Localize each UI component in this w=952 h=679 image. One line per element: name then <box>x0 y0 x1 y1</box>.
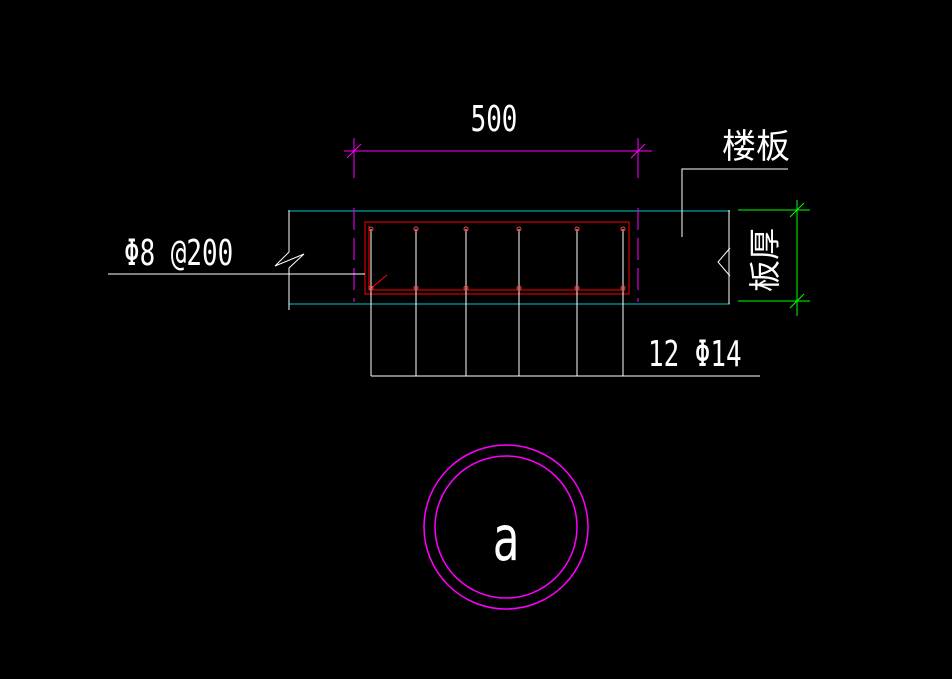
rebar-label: 12 Φ14 <box>648 334 742 375</box>
top-dimension <box>344 138 652 178</box>
rebar-dot <box>620 285 626 291</box>
section-mark-inner-circle <box>434 455 578 599</box>
rebar-dot <box>574 226 580 232</box>
thickness-arrow <box>717 247 731 277</box>
thickness-arrow-head <box>717 247 731 277</box>
slab-thickness-dimension <box>738 200 810 316</box>
slab-thickness-label: 板厚 <box>746 228 784 292</box>
rebar-dot <box>368 226 374 232</box>
rebar-dot <box>516 285 522 291</box>
thickness-tick-bottom <box>789 293 805 309</box>
rebar-dot <box>620 226 626 232</box>
rebar-lines <box>370 229 760 377</box>
beam-sides <box>353 208 639 302</box>
stirrup-label: Φ8 @200 <box>124 233 233 274</box>
dimension-label: 500 <box>471 99 518 140</box>
break-line-symbol <box>274 210 305 310</box>
stirrup-hook <box>368 274 388 291</box>
rebar-dots <box>368 226 626 291</box>
thickness-tick-top <box>789 202 805 218</box>
rebar-dot <box>574 285 580 291</box>
dimension-tick-left <box>346 143 362 159</box>
section-mark-outer-circle <box>423 444 589 610</box>
section-mark <box>423 444 589 610</box>
stirrup <box>364 221 630 295</box>
rebar-dot <box>463 285 469 291</box>
rebar-dot <box>368 285 374 291</box>
rebar-dot <box>413 285 419 291</box>
dimension-tick-right <box>630 143 646 159</box>
rebar-dot <box>463 226 469 232</box>
stirrup-rect <box>364 221 630 295</box>
rebar-dot <box>413 226 419 232</box>
section-mark-label: a <box>493 503 520 575</box>
slab-break-left <box>274 210 730 310</box>
floor-slab-label: 楼板 <box>722 127 790 167</box>
floor-slab-outline <box>289 210 730 305</box>
rebar-dot <box>516 226 522 232</box>
floor-slab-leader <box>681 168 788 237</box>
